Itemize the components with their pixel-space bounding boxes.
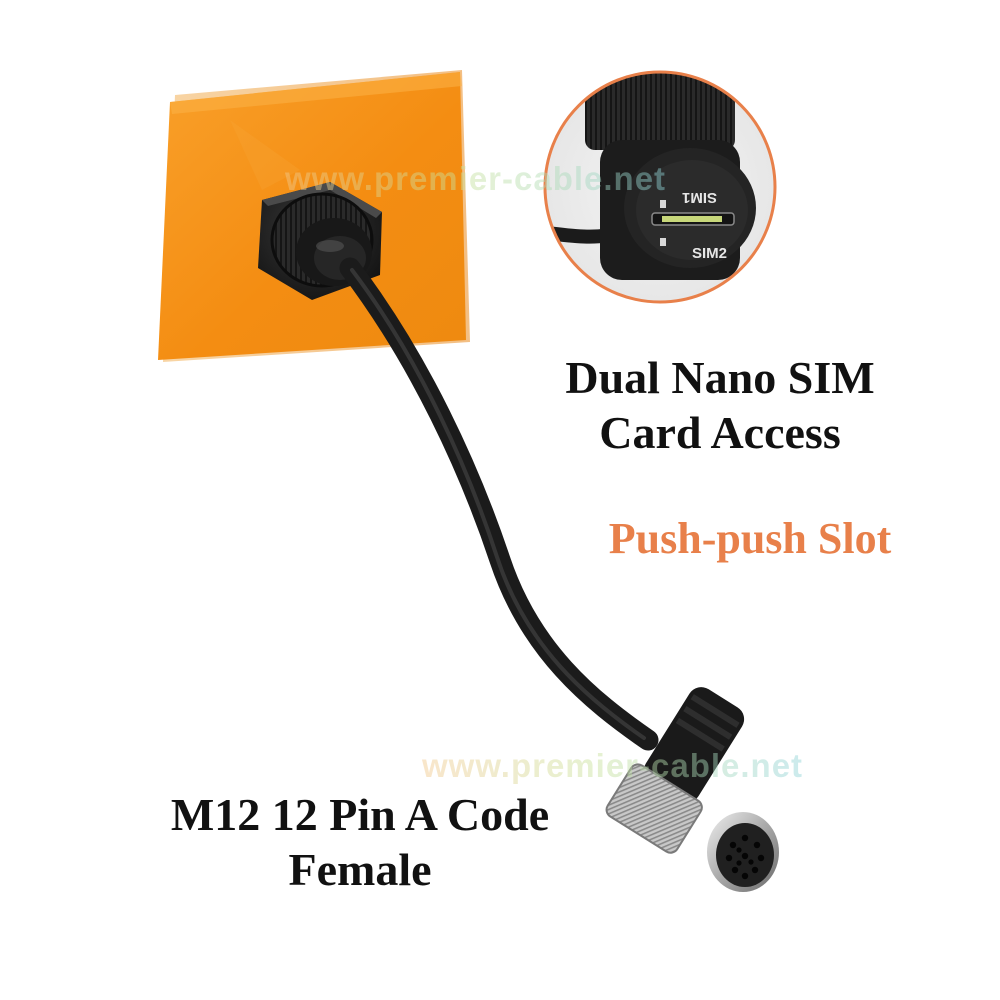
connector-caption: M12 12 Pin A Code Female (170, 789, 550, 896)
slot-type-caption: Push-push Slot (608, 514, 892, 563)
watermark-bottom: www.premier-cable.net (422, 747, 804, 784)
watermark-top: www.premier-cable.net (285, 160, 667, 197)
sim2-label: SIM2 (692, 245, 728, 262)
m12-female-connector (605, 687, 779, 892)
black-cable (339, 257, 659, 751)
sim-slot-closeup-inset (543, 70, 777, 304)
sim1-label: SIM1 (682, 189, 718, 206)
sim-access-caption: Dual Nano SIM Card Access (565, 352, 875, 459)
